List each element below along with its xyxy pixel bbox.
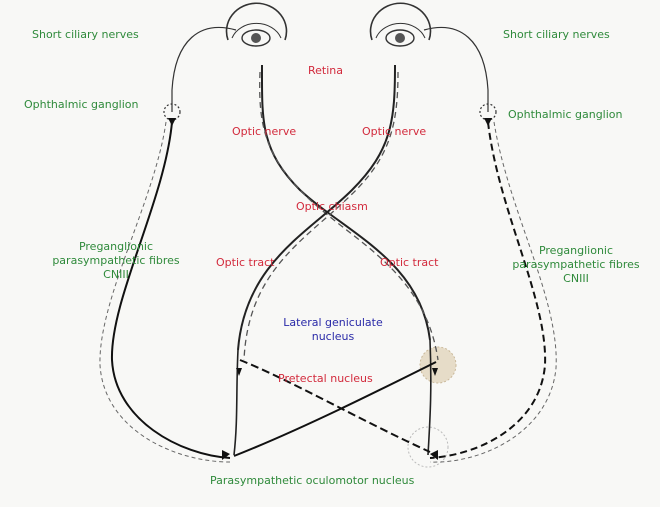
label-ophthalmic-ganglion-left: Ophthalmic ganglion <box>24 98 139 112</box>
label-preganglionic-left-line-3: CNIII <box>26 268 206 282</box>
label-optic-nerve-right: Optic nerve <box>362 125 426 139</box>
label-optic-chiasm: Optic chiasm <box>296 200 368 214</box>
label-short-ciliary-nerves-right: Short ciliary nerves <box>503 28 610 42</box>
pretectal-nucleus-shading <box>420 347 456 383</box>
arrow-heads <box>168 118 492 460</box>
label-lateral-geniculate-nucleus: Lateral geniculate nucleus <box>258 316 408 344</box>
label-preganglionic-right-line-3: CNIII <box>494 272 658 286</box>
label-lateral-geniculate-line-2: nucleus <box>258 330 408 344</box>
label-ophthalmic-ganglion-right: Ophthalmic ganglion <box>508 108 623 122</box>
label-preganglionic-left-line-2: parasympathetic fibres <box>26 254 206 268</box>
left-eye <box>227 3 287 46</box>
label-optic-tract-right: Optic tract <box>380 256 439 270</box>
preganglionic-fibres <box>100 122 556 462</box>
label-pretectal-nucleus: Pretectal nucleus <box>278 372 373 386</box>
right-eye <box>371 3 431 46</box>
label-optic-tract-left: Optic tract <box>216 256 275 270</box>
label-preganglionic-left: Preganglionic parasympathetic fibres CNI… <box>26 240 206 282</box>
label-short-ciliary-nerves-left: Short ciliary nerves <box>32 28 139 42</box>
label-preganglionic-left-line-1: Preganglionic <box>26 240 206 254</box>
label-lateral-geniculate-line-1: Lateral geniculate <box>258 316 408 330</box>
label-preganglionic-right: Preganglionic parasympathetic fibres CNI… <box>494 244 658 286</box>
label-parasympathetic-oculomotor-nucleus: Parasympathetic oculomotor nucleus <box>210 474 414 488</box>
label-optic-nerve-left: Optic nerve <box>232 125 296 139</box>
label-preganglionic-right-line-2: parasympathetic fibres <box>494 258 658 272</box>
label-preganglionic-right-line-1: Preganglionic <box>494 244 658 258</box>
label-retina: Retina <box>308 64 343 78</box>
